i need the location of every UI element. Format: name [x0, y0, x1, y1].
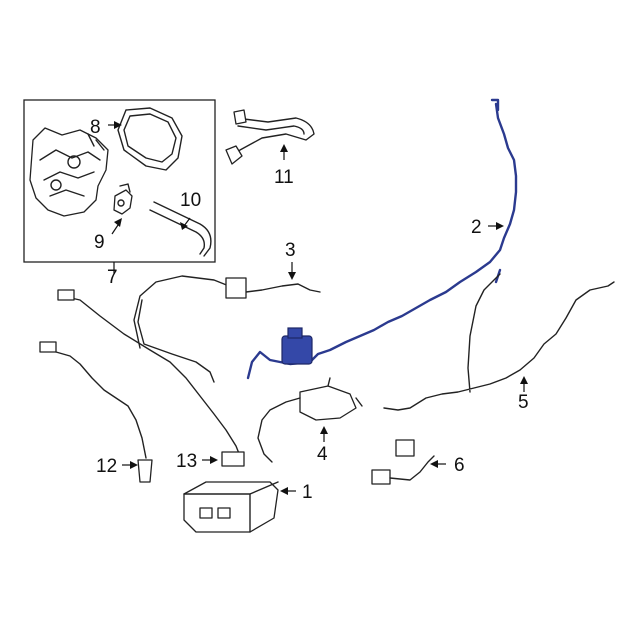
- callout-2: 2: [471, 217, 482, 238]
- callout-1: 1: [302, 482, 313, 503]
- hose-10: [149, 201, 212, 257]
- inset-box: [23, 99, 216, 263]
- line-3-connector: [225, 277, 247, 299]
- callout-10: 10: [180, 190, 201, 211]
- callout-8: 8: [90, 117, 101, 138]
- o2-sensor-12: [39, 341, 153, 483]
- callout-3: 3: [285, 240, 296, 261]
- gasket-8: [117, 107, 183, 171]
- callout-6: 6: [454, 455, 465, 476]
- callout-11: 11: [274, 167, 294, 188]
- callout-13: 13: [176, 451, 197, 472]
- callout-4: 4: [317, 444, 328, 465]
- valve-cover-assembly: [29, 127, 109, 217]
- callout-7: 7: [107, 267, 118, 288]
- vapor-line-2: [246, 98, 518, 380]
- purge-valve-4: [257, 377, 363, 463]
- callout-5: 5: [518, 392, 529, 413]
- pcv-valve-9: [113, 183, 133, 215]
- callout-9: 9: [94, 232, 105, 253]
- callout-12: 12: [96, 456, 117, 477]
- leader-lines: [108, 121, 528, 495]
- connector-6: [371, 439, 435, 485]
- canister-1: [183, 481, 279, 533]
- line-5: [383, 273, 615, 411]
- hose-11: [225, 109, 315, 165]
- o2-sensor-13: [57, 289, 245, 467]
